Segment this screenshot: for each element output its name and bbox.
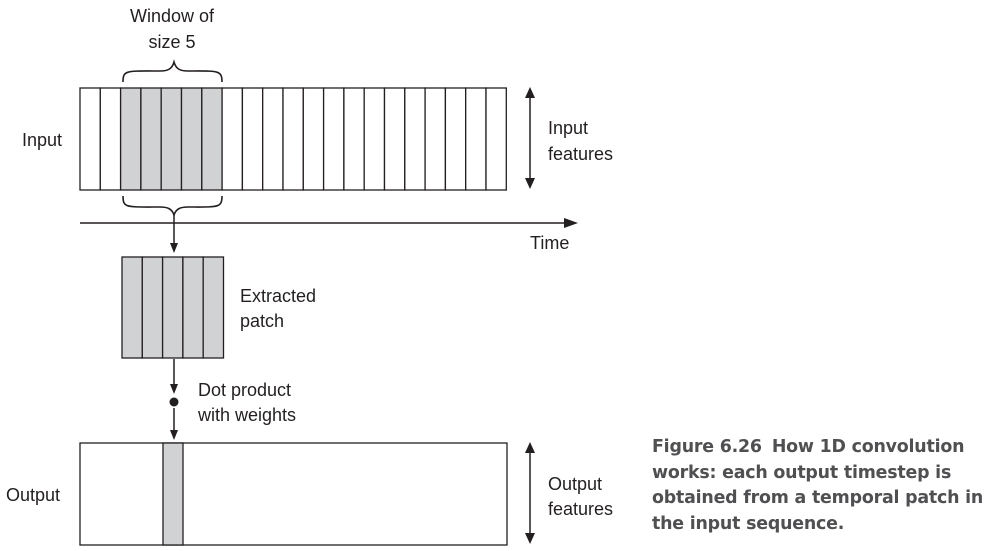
input-cell	[404, 87, 426, 191]
input-cell	[241, 87, 264, 191]
input-cell	[262, 87, 284, 191]
dot-product-icon	[169, 397, 179, 407]
figure-number: Figure 6.26	[652, 437, 762, 457]
extracted-patch-label-line2: patch	[240, 311, 284, 331]
output-timestep	[162, 442, 184, 546]
window-label-line2: size 5	[148, 32, 195, 52]
dot-product-label-line1: Dot product	[198, 380, 291, 400]
extracted-patch	[121, 256, 225, 359]
arrow-to-dot-head	[170, 384, 178, 394]
input-window-cell	[140, 87, 162, 191]
input-cell	[302, 87, 325, 191]
output-label: Output	[6, 485, 60, 505]
input-cell	[383, 87, 406, 191]
input-sequence	[79, 87, 507, 191]
arrow-to-output-head	[170, 430, 178, 440]
patch-cell	[202, 256, 225, 359]
input-features-arrow-bottom	[525, 178, 535, 189]
time-label: Time	[530, 233, 569, 253]
input-features-label-line1: Input	[548, 118, 588, 138]
input-cell	[221, 87, 244, 191]
patch-cell	[121, 256, 143, 359]
input-features-arrow-top	[525, 87, 535, 98]
output-features-label-line2: features	[548, 499, 613, 519]
window-brace-top	[122, 59, 223, 83]
input-cell	[485, 87, 507, 191]
output-features-arrow-bottom	[525, 533, 535, 544]
input-cell	[282, 87, 304, 191]
arrow-to-patch-head	[170, 243, 178, 253]
input-window-cell	[119, 87, 142, 191]
extracted-patch-label-line1: Extracted	[240, 286, 316, 306]
input-cell	[79, 87, 101, 191]
window-label-line1: Window of	[130, 6, 215, 26]
output-sequence	[79, 442, 508, 546]
patch-cell	[161, 256, 184, 359]
input-window-cell	[180, 87, 203, 191]
output-features-label-line1: Output	[548, 474, 602, 494]
input-cell	[465, 87, 487, 191]
input-cell	[99, 87, 122, 191]
input-window-cell	[201, 87, 223, 191]
output-features-arrow-top	[525, 442, 535, 453]
input-cell	[322, 87, 345, 191]
input-features-label-line2: features	[548, 144, 613, 164]
patch-cell	[141, 256, 164, 359]
figure-caption-text: How 1D convolution works: each output ti…	[652, 437, 984, 534]
input-cell	[343, 87, 365, 191]
dot-product-label-line2: with weights	[197, 405, 296, 425]
time-axis-arrowhead	[564, 218, 578, 228]
input-cell	[424, 87, 447, 191]
patch-cell	[182, 256, 204, 359]
input-label: Input	[22, 130, 62, 150]
input-window-cell	[160, 87, 183, 191]
input-cell	[444, 87, 467, 191]
window-brace-bottom	[122, 195, 223, 218]
input-cell	[363, 87, 386, 191]
